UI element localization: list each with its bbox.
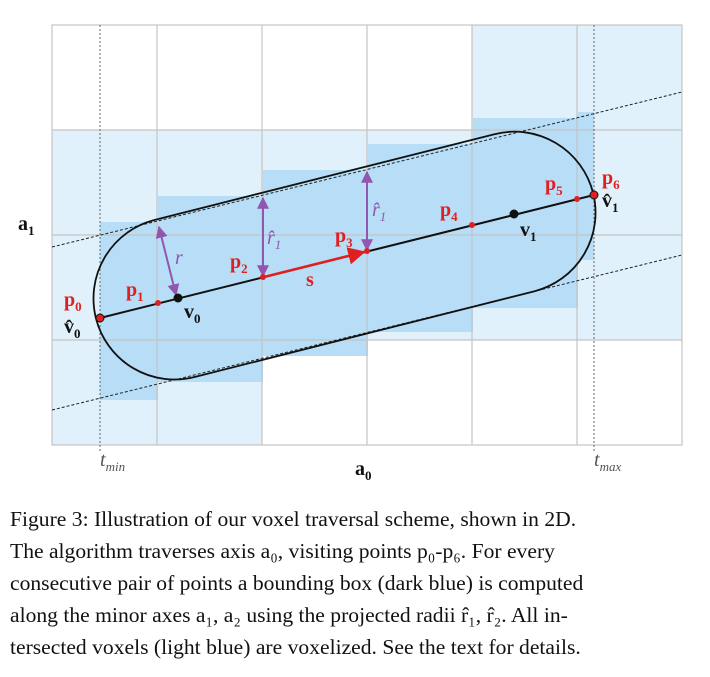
axis-label-a0: a0 [355,458,372,483]
figure-caption: Figure 3: Illustration of our voxel trav… [10,503,696,663]
dashed-bounds [51,91,683,411]
t-min-label: tmin [100,449,125,474]
point-p6 [589,190,599,200]
label-p3: p3 [335,225,353,250]
label-p5: p5 [545,173,563,198]
t-bounds [99,25,595,452]
step-arrow [263,247,366,279]
label-p0: p0 [64,289,82,314]
label-r1-hat-b: r̂1 [372,199,386,224]
point-v0 [173,293,183,303]
point-p2 [260,274,266,280]
label-r1-hat-a: r̂1 [267,227,281,252]
radius-arrows [155,170,373,297]
label-r: r [175,247,183,269]
label-s: s [306,269,314,291]
label-p1: p1 [126,279,144,304]
label-v0-hat: v̂0 [64,316,81,341]
point-p5 [574,196,580,202]
voxel-traversal-figure: a1 a0 tmin tmax p0 v̂0 p1 v0 p2 p3 p4 v1… [18,24,683,483]
caption-line: The algorithm traverses axis a₀, visitin… [10,539,555,563]
axis-label-a1: a1 [18,213,35,238]
caption-line: Figure 3: Illustration of our voxel trav… [10,507,577,531]
label-v1-hat: v̂1 [602,190,619,215]
point-v1 [509,209,519,219]
label-v1: v1 [520,219,537,244]
sample-points [95,190,599,323]
label-p6: p6 [602,167,620,192]
t-max-label: tmax [594,449,621,474]
label-v0: v0 [184,301,201,326]
caption-line: along the minor axes a₁, a₂ using the pr… [10,603,568,627]
point-p3 [364,248,370,254]
point-p0 [95,313,105,323]
label-p2: p2 [230,251,248,276]
caption-line: tersected voxels (light blue) are voxeli… [10,635,581,659]
label-p4: p4 [440,199,458,224]
point-p4 [469,222,475,228]
capsule-outline [92,130,597,381]
point-p1 [155,300,161,306]
caption-line: consecutive pair of points a bounding bo… [10,571,584,595]
